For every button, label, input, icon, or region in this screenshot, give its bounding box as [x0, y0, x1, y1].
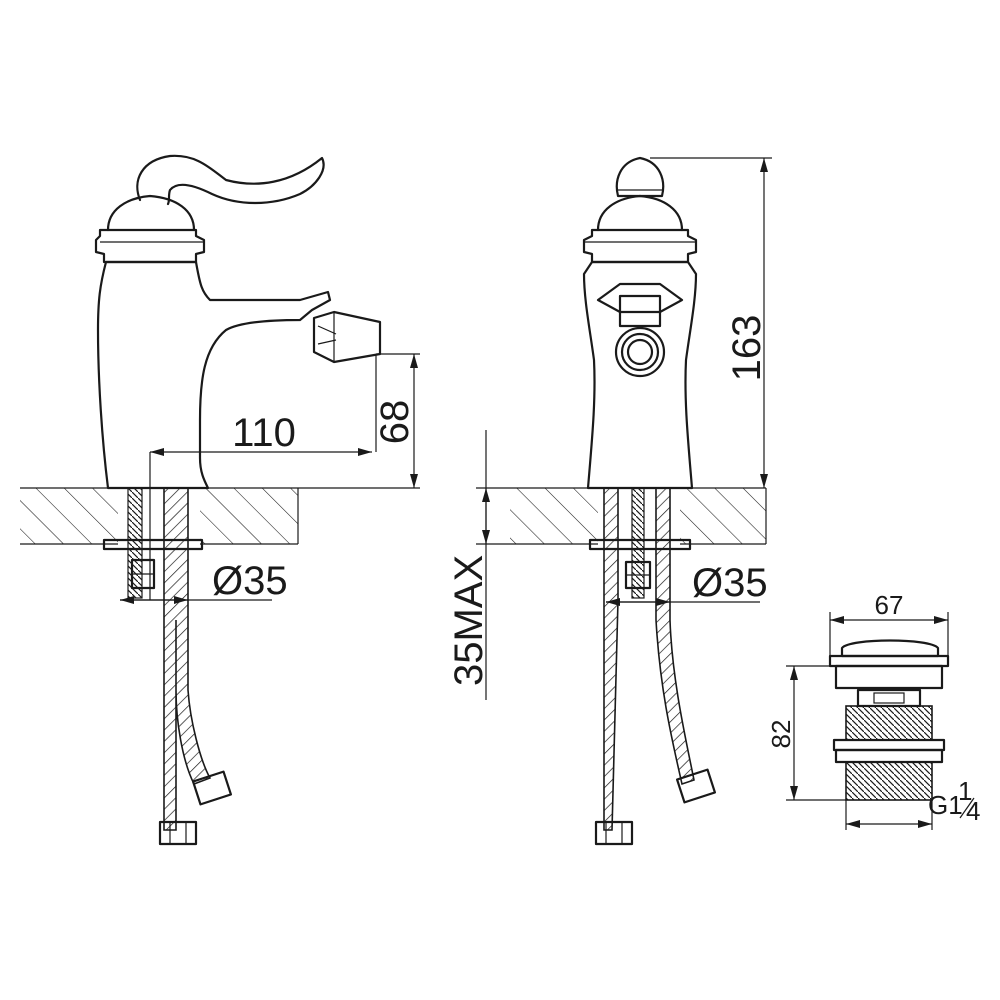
drain-view: 67 82 G1 1 4 — [766, 590, 980, 830]
dim-35-front-label: Ø35 — [692, 561, 768, 605]
dim-counter-max: 35MAX — [447, 430, 510, 700]
dim-68-label: 68 — [373, 400, 417, 445]
faucet-body-front — [582, 156, 698, 490]
dim-drain-width: 67 — [829, 590, 949, 656]
dim-82-label: 82 — [766, 720, 796, 749]
dim-35-side-label: Ø35 — [212, 559, 288, 603]
mounting-front — [594, 487, 717, 846]
thread-fraction-num: 1 — [958, 776, 972, 806]
thread-fraction-den: 4 — [966, 796, 980, 826]
faucet-body-side — [94, 154, 382, 490]
mounting-side — [127, 487, 233, 846]
countertop-side — [20, 486, 420, 551]
dim-163-label: 163 — [725, 315, 769, 382]
dim-drain-height: 82 — [766, 665, 846, 801]
dim-hole-side: Ø35 — [120, 559, 288, 604]
thread-size-label: G1 — [928, 790, 963, 820]
dim-spout-height: 68 — [373, 353, 420, 488]
side-view: 110 68 Ø35 — [20, 154, 420, 846]
dim-35max-label: 35MAX — [447, 555, 491, 686]
dim-spout-reach: 110 — [149, 411, 372, 600]
dim-drain-thread: G1 1 4 — [845, 776, 980, 830]
front-view: Ø35 163 — [510, 156, 772, 846]
dim-hole-front: Ø35 — [606, 561, 768, 606]
drain-body — [828, 639, 950, 801]
dim-67-label: 67 — [875, 590, 904, 620]
dim-110-label: 110 — [232, 411, 296, 455]
dim-total-height: 163 — [650, 157, 772, 488]
